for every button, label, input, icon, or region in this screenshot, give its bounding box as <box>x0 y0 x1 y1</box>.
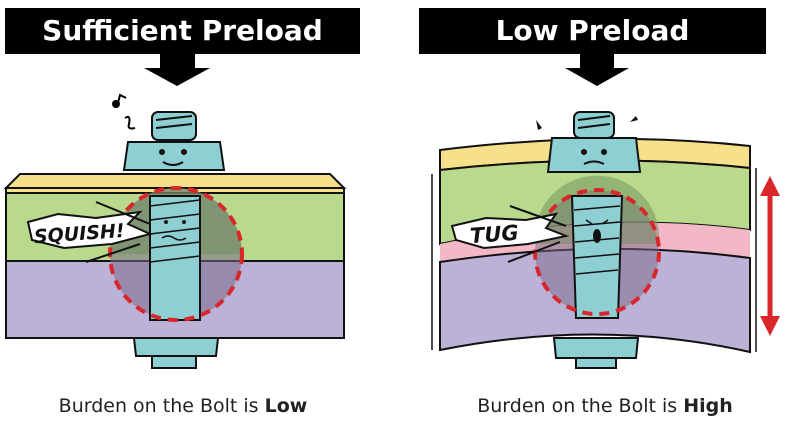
caption: Burden on the Bolt is High <box>405 395 800 417</box>
tug-label: TUG <box>469 221 519 248</box>
sufficient-preload-illustration: SQUISH! <box>3 54 347 369</box>
bolt-cutaway-circle <box>533 175 661 319</box>
down-arrow-icon <box>144 54 210 86</box>
panel-low-preload: Low Preload <box>400 0 800 432</box>
caption: Burden on the Bolt is Low <box>0 395 383 417</box>
music-note-icon <box>112 93 136 130</box>
caption-text: Burden on the Bolt is <box>58 395 265 417</box>
nut-top <box>546 111 642 173</box>
panel-title: Low Preload <box>419 8 766 54</box>
panel-sufficient-preload: Sufficient Preload <box>0 8 383 417</box>
tug-speech-burst: TUG <box>450 205 570 263</box>
bolt-cutaway-circle <box>108 186 244 322</box>
panel-title: Sufficient Preload <box>5 8 360 54</box>
caption-text: Burden on the Bolt is <box>477 395 684 417</box>
nut-bottom <box>552 337 640 369</box>
gap-height-arrow-icon <box>760 176 780 336</box>
burden-level: High <box>683 395 733 417</box>
nut-bottom <box>132 337 220 369</box>
burden-level: Low <box>264 395 308 417</box>
down-arrow-icon <box>565 54 629 86</box>
nut-top <box>122 111 226 171</box>
squish-speech-burst: SQUISH! <box>26 201 153 263</box>
low-preload-illustration: TUG <box>431 54 780 369</box>
sweat-drop-icon <box>536 116 638 130</box>
